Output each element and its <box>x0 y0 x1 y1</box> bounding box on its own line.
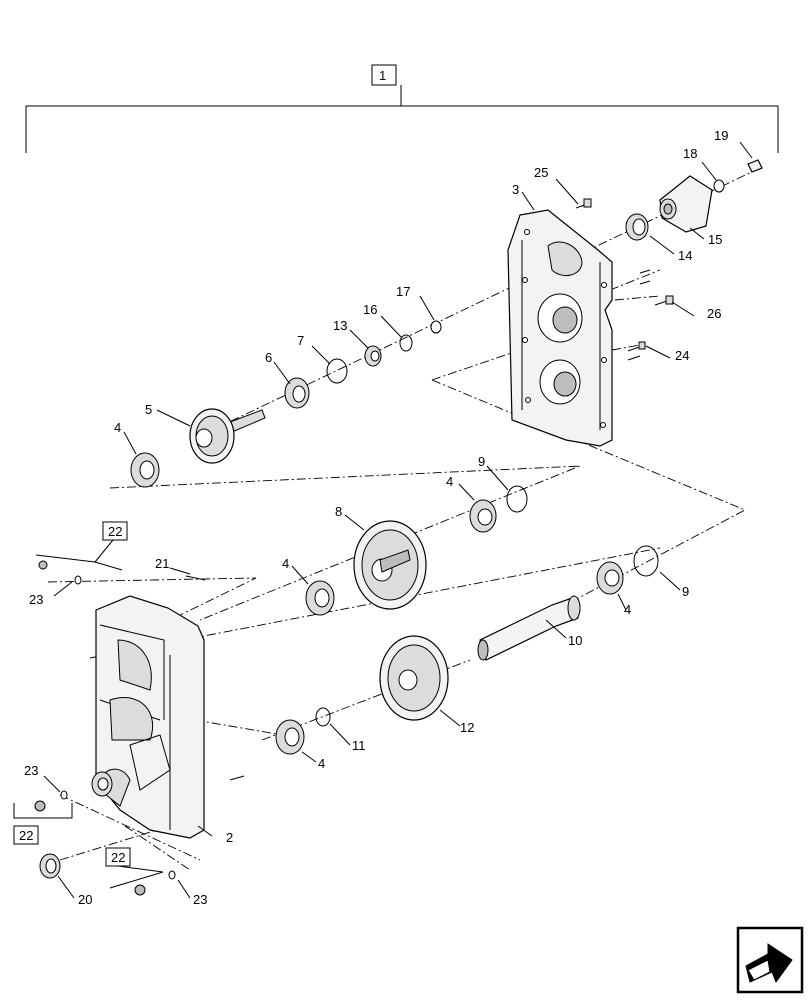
callout-22c: 22 <box>111 850 125 865</box>
callout-assembly: 1 <box>379 68 386 83</box>
bearing-4-a <box>130 452 160 488</box>
output-shaft <box>477 595 581 661</box>
callout-11: 11 <box>352 738 366 753</box>
callout-5: 5 <box>145 402 152 417</box>
callout-20: 20 <box>78 892 92 907</box>
callout-labels: 1 19 18 25 3 15 14 17 16 13 26 7 6 24 5 … <box>19 68 728 907</box>
callout-19: 19 <box>714 128 728 143</box>
callout-23c: 23 <box>193 892 207 907</box>
callout-4d: 4 <box>624 602 631 617</box>
callout-4e: 4 <box>318 756 325 771</box>
callout-10: 10 <box>568 633 582 648</box>
callout-22b: 22 <box>19 828 33 843</box>
callout-12: 12 <box>460 720 474 735</box>
callout-21: 21 <box>155 556 169 571</box>
callout-2: 2 <box>226 830 233 845</box>
callout-13: 13 <box>333 318 347 333</box>
callout-4a: 4 <box>114 420 121 435</box>
callout-9a: 9 <box>478 454 485 469</box>
gear-12 <box>379 635 449 721</box>
input-shaft-stack <box>284 320 442 409</box>
next-page-arrow-icon[interactable] <box>736 926 804 994</box>
callout-9b: 9 <box>682 584 689 599</box>
callout-15: 15 <box>708 232 722 247</box>
rear-housing-plate <box>507 209 613 447</box>
callout-22a: 22 <box>108 524 122 539</box>
seal-14 <box>625 213 649 241</box>
large-gear-8 <box>353 520 427 610</box>
callout-24: 24 <box>675 348 689 363</box>
callout-25: 25 <box>534 165 548 180</box>
input-gear-shaft <box>189 408 266 464</box>
kit-brackets <box>13 521 164 889</box>
callout-8: 8 <box>335 504 342 519</box>
callout-23b: 23 <box>24 763 38 778</box>
bearing-4-b <box>469 485 528 533</box>
assembly-bracket <box>25 64 779 153</box>
callout-16: 16 <box>363 302 377 317</box>
leader-lines <box>43 141 753 899</box>
bearing-4-d <box>596 545 659 595</box>
callout-3: 3 <box>512 182 519 197</box>
bearing-4-c <box>305 580 335 616</box>
callout-6: 6 <box>265 350 272 365</box>
callout-7: 7 <box>297 333 304 348</box>
small-hardware <box>575 159 763 361</box>
callout-23a: 23 <box>29 592 43 607</box>
plugs-and-seals <box>34 560 245 896</box>
flange-coupler <box>659 175 713 233</box>
callout-18: 18 <box>683 146 697 161</box>
callout-4b: 4 <box>446 474 453 489</box>
callout-26: 26 <box>707 306 721 321</box>
callout-17: 17 <box>396 284 410 299</box>
callout-4c: 4 <box>282 556 289 571</box>
callout-14: 14 <box>678 248 692 263</box>
front-housing <box>91 595 205 839</box>
bearing-4-e <box>275 707 331 755</box>
